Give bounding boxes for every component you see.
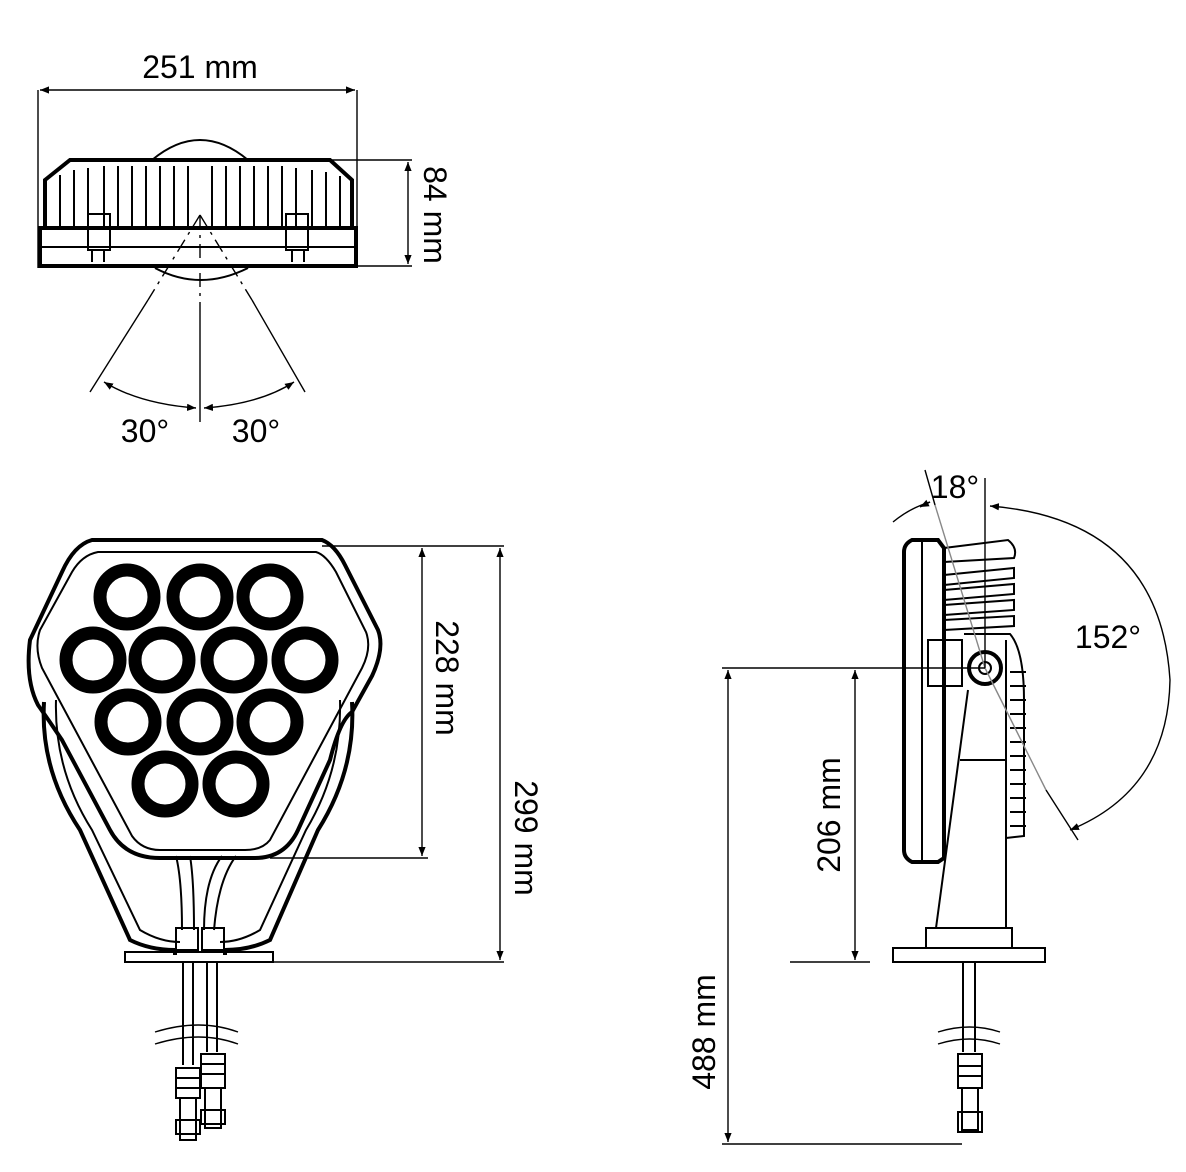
side-tilt-back-label: 18° <box>931 469 979 505</box>
side-tilt-range-label: 152° <box>1075 619 1141 655</box>
front-view: 228 mm 299 mm <box>26 538 544 1141</box>
top-view: 251 mm 84 mm 30° 30° <box>37 49 453 449</box>
beam-right-label: 30° <box>232 413 280 449</box>
side-connector <box>957 1053 983 1133</box>
top-height-label: 84 mm <box>417 166 453 264</box>
front-total-height-label: 299 mm <box>508 780 544 896</box>
led-lens-array <box>59 563 339 818</box>
side-total-height-label: 488 mm <box>686 974 722 1090</box>
beam-left-label: 30° <box>121 413 169 449</box>
front-body-height-label: 228 mm <box>429 620 465 736</box>
side-view: 18° 152° 206 mm 488 mm <box>686 469 1171 1145</box>
side-pivot-height-label: 206 mm <box>811 757 847 873</box>
top-width-label: 251 mm <box>142 49 258 85</box>
front-connectors <box>175 1053 226 1141</box>
